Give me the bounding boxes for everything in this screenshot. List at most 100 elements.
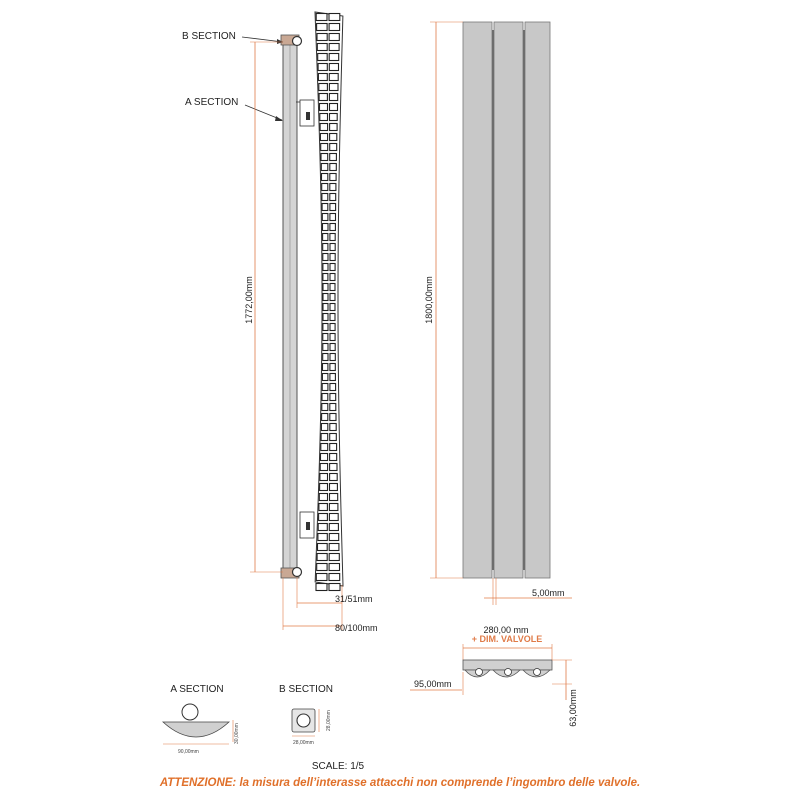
brick <box>321 362 329 372</box>
brick <box>329 322 336 332</box>
brick <box>329 282 336 292</box>
brick <box>320 432 329 442</box>
depth-wall-label: 31/51mm <box>335 594 373 604</box>
brick <box>329 472 338 482</box>
brick <box>321 212 329 222</box>
brick <box>329 462 338 472</box>
brick <box>322 272 329 282</box>
brick <box>329 362 336 372</box>
side-view: B SECTION A SECTION 1772,00mm 31/51mm 80… <box>182 11 378 633</box>
a-section-detail-title: A SECTION <box>170 684 223 695</box>
brick <box>329 402 337 412</box>
brick <box>318 92 328 102</box>
brick <box>328 62 340 72</box>
a-section-detail: A SECTION 90,00mm 30,00mm <box>161 684 240 755</box>
brick <box>328 552 340 562</box>
brick <box>317 62 328 72</box>
interaxis-dimension: 1772,00mm <box>244 41 283 573</box>
a-depth-label: 30,00mm <box>234 723 240 744</box>
depth-total-label: 80/100mm <box>335 623 378 633</box>
brick <box>329 232 336 242</box>
brick <box>322 232 329 242</box>
brick <box>329 442 338 452</box>
brick <box>320 152 329 162</box>
brick <box>322 322 329 332</box>
top-pipe-circle <box>291 35 303 47</box>
brick <box>328 562 341 572</box>
brick <box>322 242 329 252</box>
brick <box>329 262 336 272</box>
brick <box>328 82 339 92</box>
brick <box>317 522 328 532</box>
brick <box>315 12 328 22</box>
brick <box>316 22 328 32</box>
brick <box>322 292 329 302</box>
brick <box>317 52 328 62</box>
scale-label: SCALE: 1/5 <box>312 761 365 772</box>
brick <box>329 302 336 312</box>
bottom-bracket <box>299 511 315 539</box>
brick <box>328 522 339 532</box>
b-section-pipe <box>296 713 311 728</box>
brick <box>322 302 329 312</box>
brick <box>316 562 328 572</box>
brick <box>328 72 339 82</box>
b-section-detail-title: B SECTION <box>279 684 333 695</box>
brick <box>321 222 329 232</box>
brick <box>329 182 337 192</box>
brick <box>328 572 341 582</box>
brick <box>329 132 338 142</box>
brick <box>319 452 329 462</box>
brick <box>317 532 328 542</box>
brick <box>329 192 337 202</box>
brick <box>322 262 329 272</box>
brick <box>319 482 329 492</box>
brick <box>321 192 329 202</box>
brick <box>322 312 329 322</box>
brick <box>328 512 339 522</box>
brick <box>316 42 328 52</box>
brick <box>322 252 329 262</box>
brick <box>328 542 340 552</box>
front-element-2 <box>493 21 524 579</box>
brick <box>322 342 329 352</box>
brick <box>329 332 336 342</box>
brick-wall <box>314 11 344 592</box>
brick <box>328 12 341 22</box>
brick <box>329 432 337 442</box>
brick <box>319 132 329 142</box>
brick <box>329 252 336 262</box>
brick <box>318 492 329 502</box>
brick <box>315 572 328 582</box>
element-width-label: 95,00mm <box>414 679 452 689</box>
brick <box>316 32 328 42</box>
brick <box>321 372 329 382</box>
brick <box>328 492 339 502</box>
brick <box>328 102 339 112</box>
brick <box>329 242 336 252</box>
b-section-detail: B SECTION 28,00mm 28,00mm <box>279 684 333 746</box>
brick <box>328 502 339 512</box>
front-view: 1800,00mm 5,00mm <box>424 21 572 605</box>
brick <box>329 142 338 152</box>
brick <box>321 202 329 212</box>
brick <box>318 512 328 522</box>
a-section-label: A SECTION <box>185 97 238 108</box>
brick <box>329 312 336 322</box>
brick <box>316 542 328 552</box>
warning-text: ATTENZIONE: la misura dell’interasse att… <box>159 777 640 789</box>
a-width-label: 90,00mm <box>178 749 199 755</box>
brick <box>315 582 328 592</box>
width-label: 280,00 mm <box>483 625 528 635</box>
brick <box>320 442 329 452</box>
brick <box>329 342 336 352</box>
brick <box>328 112 338 122</box>
brick <box>316 552 328 562</box>
depth-dimensions: 31/51mm 80/100mm <box>282 578 378 633</box>
width-note-label: + DIM. VALVOLE <box>472 634 542 644</box>
top-bracket <box>296 99 315 127</box>
brick <box>328 582 341 592</box>
top-view: 280,00 mm + DIM. VALVOLE 95,00mm 63,00mm <box>410 625 578 727</box>
element-depth-label: 63,00mm <box>568 689 578 727</box>
